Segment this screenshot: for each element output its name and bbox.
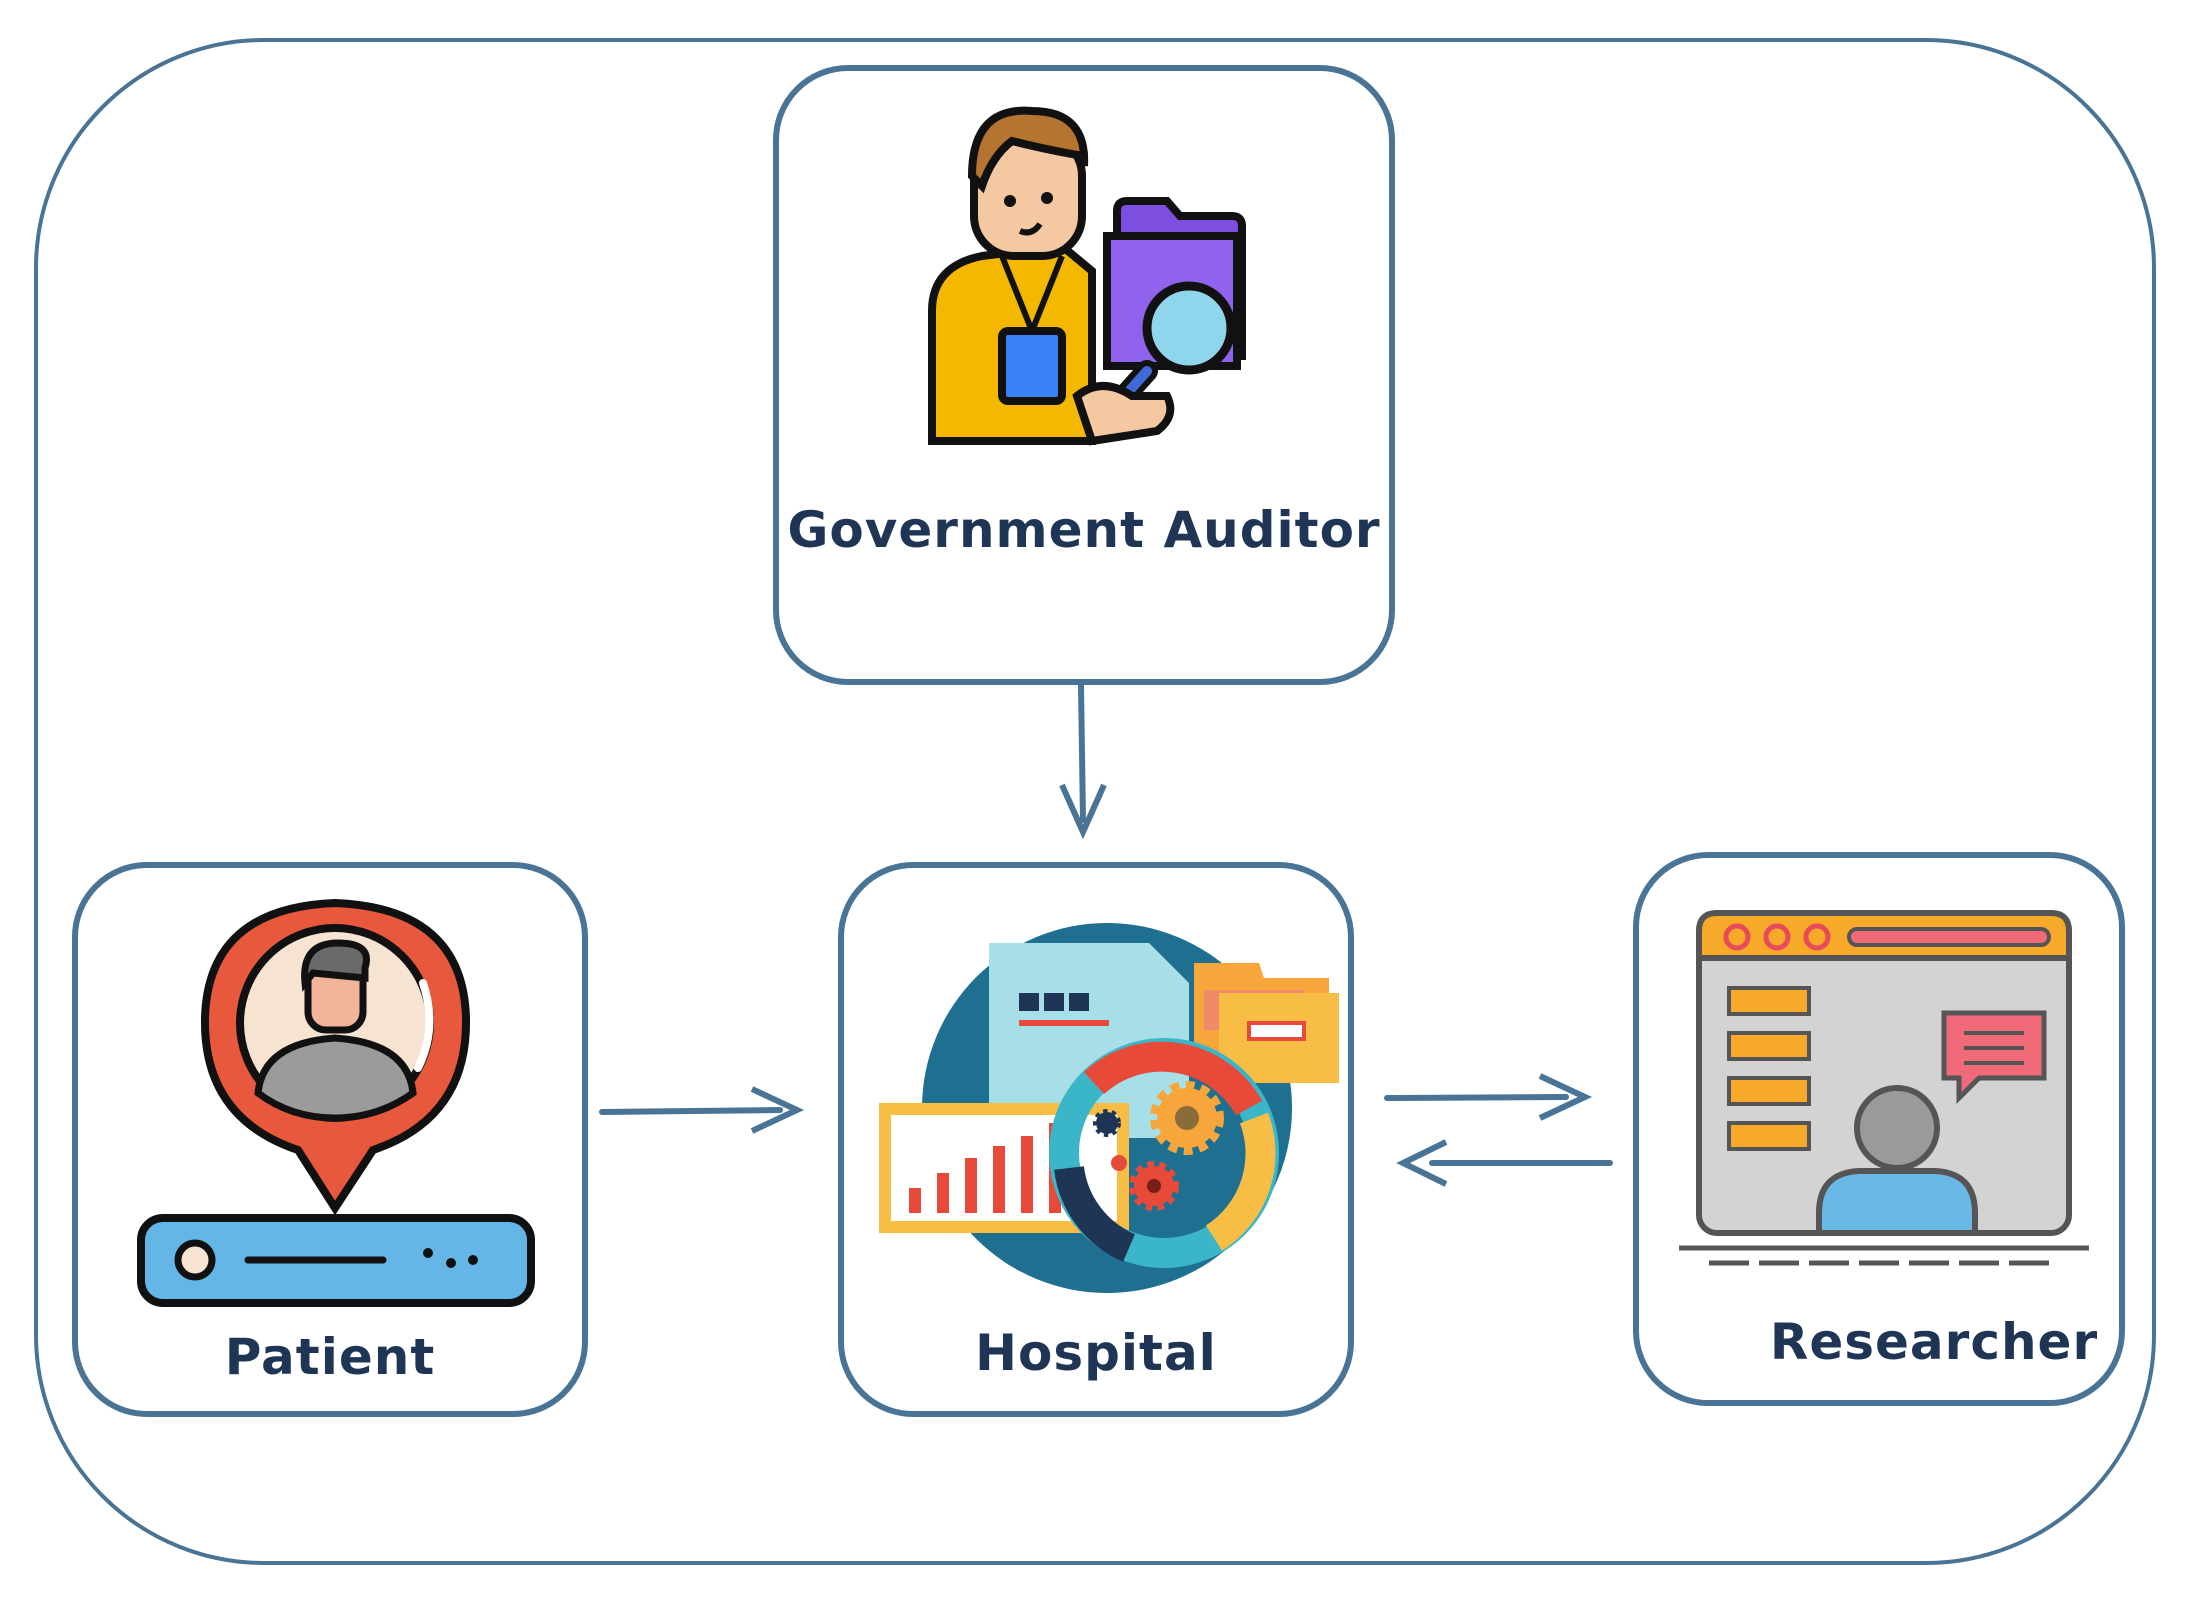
node-researcher: Researcher (1633, 852, 2125, 1406)
node-label-researcher: Researcher (1769, 1313, 2099, 1371)
arrow-patient-to-hospital (599, 1107, 783, 1115)
node-label-patient: Patient (224, 1328, 436, 1386)
node-government-auditor: Government Auditor (773, 65, 1395, 685)
hospital-data-analytics-icon (879, 923, 1339, 1293)
arrowhead-hospital-to-researcher (1538, 1073, 1593, 1121)
node-patient: Patient (72, 862, 588, 1417)
patient-location-pin-icon (137, 898, 535, 1307)
auditor-with-magnifier-icon (928, 106, 1246, 446)
arrowhead-researcher-to-hospital (1396, 1139, 1448, 1187)
node-label-government-auditor: Government Auditor (787, 501, 1381, 559)
outer-frame (34, 38, 2156, 1565)
node-label-hospital: Hospital (975, 1324, 1217, 1382)
arrow-hospital-to-researcher (1384, 1094, 1569, 1101)
node-hospital: Hospital (838, 862, 1354, 1417)
arrowhead-patient-to-hospital (750, 1086, 805, 1134)
arrow-auditor-to-hospital (1078, 683, 1086, 823)
researcher-browser-icon (1679, 910, 2089, 1266)
arrowhead-auditor-to-hospital (1059, 783, 1107, 840)
